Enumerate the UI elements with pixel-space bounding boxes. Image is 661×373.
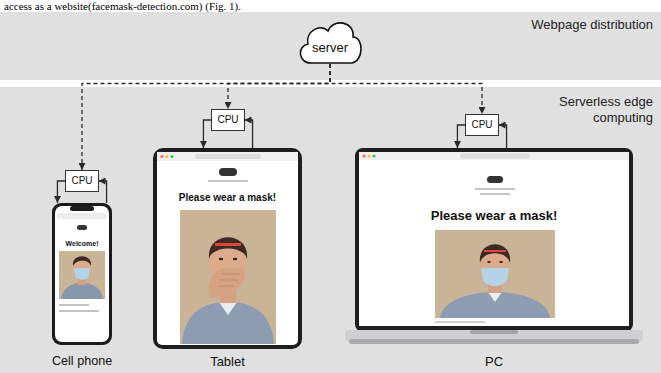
cpu-box: CPU bbox=[211, 109, 244, 131]
band-title: Webpage distribution bbox=[531, 17, 653, 33]
shirt bbox=[182, 302, 274, 344]
text-holder: Welcome! bbox=[52, 240, 112, 248]
tablet-body bbox=[153, 148, 302, 349]
screen-message: Welcome! bbox=[52, 240, 112, 248]
window-dot bbox=[171, 155, 174, 158]
laptop-screen bbox=[359, 152, 629, 326]
laptop-notch bbox=[470, 330, 518, 334]
screen-message: Please wear a mask! bbox=[345, 208, 643, 224]
distribution-band: Webpage distribution server bbox=[0, 12, 661, 80]
camera-photo bbox=[59, 251, 105, 299]
shirt bbox=[61, 283, 103, 299]
tablet-screen bbox=[157, 152, 298, 345]
hand bbox=[208, 268, 245, 298]
eye bbox=[219, 258, 223, 261]
text-holder: PC bbox=[345, 354, 643, 370]
window-dot bbox=[363, 155, 366, 158]
device-label: PC bbox=[345, 354, 643, 370]
laptop-illustration bbox=[345, 148, 643, 344]
text-holder: Serverless edge computing bbox=[553, 94, 653, 125]
hair bbox=[73, 256, 91, 266]
url-bar bbox=[57, 213, 107, 219]
body-text-fragment: access as a website(facemask-detection.c… bbox=[4, 0, 241, 13]
device-label: Tablet bbox=[153, 354, 302, 370]
url-bar bbox=[460, 154, 530, 159]
laptop-base-edge bbox=[349, 339, 639, 344]
eye bbox=[487, 261, 491, 263]
camera-photo bbox=[435, 230, 555, 318]
cpu-label: CPU bbox=[217, 114, 238, 126]
hair bbox=[480, 244, 510, 263]
detection-mark bbox=[484, 250, 506, 252]
laptop-lid bbox=[355, 148, 633, 332]
camera-photo bbox=[180, 210, 276, 344]
url-bar bbox=[195, 154, 261, 159]
phone-notch bbox=[70, 206, 94, 211]
head bbox=[480, 246, 510, 286]
browser-bar bbox=[359, 152, 629, 160]
shirt bbox=[440, 292, 550, 318]
text-holder: Webpage distribution bbox=[531, 17, 653, 33]
cpu-label: CPU bbox=[71, 175, 92, 187]
text-holder: Cell phone bbox=[52, 354, 112, 369]
text-holder: Please wear a mask! bbox=[153, 192, 302, 204]
cloud-outline bbox=[296, 14, 364, 64]
hair bbox=[209, 237, 247, 259]
cpu-box: CPU bbox=[65, 170, 98, 192]
collar bbox=[488, 292, 502, 302]
phone-screen bbox=[55, 206, 109, 342]
band-title: Serverless edge computing bbox=[553, 94, 653, 125]
cpu-box: CPU bbox=[465, 114, 498, 136]
site-logo bbox=[219, 168, 237, 176]
server-label: server bbox=[296, 40, 364, 56]
collar bbox=[219, 302, 237, 315]
text-holder: Please wear a mask! bbox=[345, 208, 643, 224]
site-logo bbox=[77, 225, 87, 230]
text-line bbox=[59, 304, 89, 306]
text-holder: Tablet bbox=[153, 354, 302, 370]
window-dot bbox=[161, 155, 164, 158]
phone-body bbox=[52, 203, 112, 345]
text-holder: server bbox=[296, 40, 364, 56]
server-cloud: server bbox=[296, 14, 364, 64]
text-line bbox=[475, 188, 515, 190]
text-line bbox=[208, 180, 248, 182]
screen-message: Please wear a mask! bbox=[153, 192, 302, 204]
phone-illustration bbox=[52, 203, 112, 345]
window-dot bbox=[166, 155, 169, 158]
device-label: Cell phone bbox=[52, 354, 112, 369]
finger-lines bbox=[219, 274, 240, 286]
site-logo bbox=[487, 176, 503, 183]
text-holder: access as a website(facemask-detection.c… bbox=[4, 0, 241, 13]
text-line bbox=[59, 310, 99, 312]
eye bbox=[233, 258, 237, 261]
text-line bbox=[480, 193, 510, 195]
detection-mark bbox=[215, 243, 241, 246]
text-line bbox=[435, 321, 485, 323]
eye bbox=[499, 261, 503, 263]
browser-bar bbox=[157, 152, 298, 161]
cpu-label: CPU bbox=[471, 119, 492, 131]
head bbox=[73, 257, 91, 279]
face-mask bbox=[74, 268, 90, 280]
tablet-illustration bbox=[153, 148, 302, 349]
window-dot bbox=[368, 155, 371, 158]
window-dot bbox=[373, 155, 376, 158]
face-mask bbox=[481, 268, 509, 286]
